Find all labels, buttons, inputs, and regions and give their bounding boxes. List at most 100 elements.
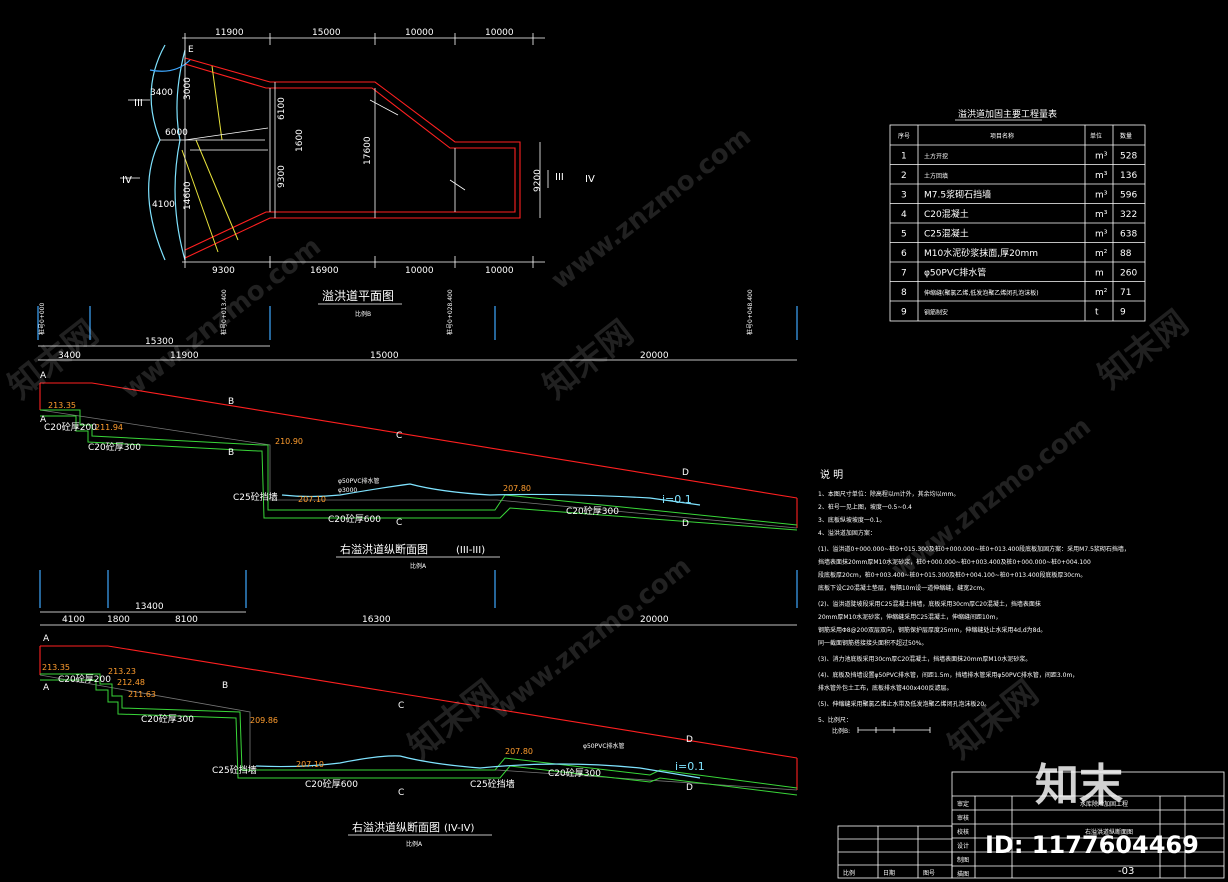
notes-line: 2、桩号一见上图，坡度一0.5~0.4 <box>818 503 912 511</box>
table-row-no: 2 <box>901 171 907 181</box>
s1-elev-5: 207.80 <box>503 484 531 493</box>
plan-dim-l2: 6000 <box>165 128 188 138</box>
notes-line: 4、溢洪道加固方案： <box>818 529 876 537</box>
table-h-qty: 数量 <box>1120 132 1132 140</box>
s1-mark-c1: C <box>396 431 402 441</box>
watermark-site-2: www.znzmo.com <box>546 122 757 296</box>
s2-mark-b: B <box>222 681 228 691</box>
plan-dim-m1: 6100 <box>277 97 287 120</box>
plan-dim-m2: 1600 <box>295 129 305 152</box>
table-row-name: 伸缩缝(聚氯乙烯,低发泡聚乙烯闭孔泡沫板) <box>924 289 1039 297</box>
s2-label-1: C20砼厚200 <box>58 673 111 685</box>
notes-line: 5、比例尺： <box>818 716 852 724</box>
notes-line: 底板下设C20混凝土垫层，每隔10m设一道伸缩缝，缝宽2cm。 <box>818 584 988 592</box>
s1-label-6: C20砼厚300 <box>566 505 619 517</box>
s2-elev-1: 213.35 <box>42 663 70 672</box>
s2-label-7: C20砼厚300 <box>548 767 601 779</box>
s2-dim-b3: 8100 <box>175 615 198 625</box>
table-row-qty: 136 <box>1120 171 1137 181</box>
plan-dim-bot-1: 9300 <box>212 266 235 276</box>
plan-dim-bot-2: 16900 <box>310 266 339 276</box>
tb-drawing: 右溢洪道纵断面图 <box>1085 828 1133 836</box>
tb-cell-8: 日期 <box>883 869 895 877</box>
s1-elev-2: 211.94 <box>95 423 123 432</box>
notes-line: (1)、溢洪道0+000.000~桩0+015.300及桩0+000.000~桩… <box>818 545 1130 553</box>
plan-dim-top-2: 15000 <box>312 28 341 38</box>
watermark-net-5: 知末网 <box>941 673 1046 767</box>
tb-cell-3: 校核 <box>957 828 969 836</box>
tb-cell-5: 制图 <box>957 856 969 864</box>
s1-elev-3: 210.90 <box>275 437 303 446</box>
s1-mark-b2: B <box>228 448 234 458</box>
s1-mark-b1: B <box>228 397 234 407</box>
watermark-net-3: 知末网 <box>401 673 506 767</box>
s1-elev-4: 207.10 <box>298 495 326 504</box>
s1-dim-b2: 11900 <box>170 351 199 361</box>
s2-label-5: C25砼挡墙 <box>470 778 515 790</box>
s1-mark-a2: A <box>40 415 47 425</box>
notes-title: 说 明 <box>820 468 843 481</box>
plan-dim-bot-4: 10000 <box>485 266 514 276</box>
s1-label-1: C20砼厚200 <box>44 421 97 433</box>
table-row-unit: m² <box>1095 249 1108 259</box>
plan-dim-l3: 4100 <box>152 200 175 210</box>
s1-mark-c2: C <box>396 518 402 528</box>
s2-mark-c1: C <box>398 701 404 711</box>
table-row-qty: 88 <box>1120 249 1132 259</box>
table-row-name: 土方开挖 <box>924 153 948 161</box>
table-row-no: 6 <box>901 249 907 259</box>
s2-mark-a1: A <box>43 634 50 644</box>
table-h-unit: 单位 <box>1090 132 1102 140</box>
tb-cell-6: 描图 <box>957 870 969 878</box>
plan-dim-m3: 9300 <box>277 165 287 188</box>
table-row-qty: 596 <box>1120 191 1137 201</box>
s2-elev-3: 212.48 <box>117 678 145 687</box>
plan-sec-IV-left: IV <box>122 175 132 186</box>
plan-dim-m5: 9200 <box>533 169 543 192</box>
s1-roman: (III-III) <box>456 545 485 556</box>
s1-station-3: 桩号0+048.400 <box>746 289 754 335</box>
table-row-no: 8 <box>901 288 907 298</box>
s2-elev-5: 209.86 <box>250 716 278 725</box>
s2-label-2: C20砼厚300 <box>141 713 194 725</box>
table-row-name: C20混凝土 <box>924 208 969 220</box>
s1-mark-d2: D <box>682 519 689 529</box>
notes-line: (2)、溢洪道陡坡段采用C25混凝土挡墙，底板采用30cm厚C20混凝土，挡墙表… <box>818 600 1041 608</box>
s2-label-4: C20砼厚600 <box>305 778 358 790</box>
s1-dim-b3: 15000 <box>370 351 399 361</box>
s1-slope: i=0.1 <box>662 493 692 506</box>
s1-title: 右溢洪道纵断面图 <box>340 542 428 556</box>
table-h-name: 项目名称 <box>990 132 1014 140</box>
s2-mark-c2: C <box>398 788 404 798</box>
notes-line: 1、本图尺寸单位：除高程以m计外，其余均以mm。 <box>818 490 959 498</box>
plan-title: 溢洪道平面图 <box>322 289 394 303</box>
s2-dim-b5: 20000 <box>640 615 669 625</box>
plan-sec-III-left: III <box>134 98 143 109</box>
plan-dim-l5: 3000 <box>183 77 193 100</box>
plan-dim-l4: 14600 <box>183 181 193 210</box>
s1-scale: 比例A <box>410 562 427 570</box>
s2-scale: 比例A <box>406 840 423 848</box>
table-row-unit: t <box>1095 308 1099 318</box>
s2-elev-6: 207.10 <box>296 760 324 769</box>
plan-dim-top-3: 10000 <box>405 28 434 38</box>
s1-label-2: C20砼厚300 <box>88 441 141 453</box>
section-iii: 桩号0+000 桩号0+013.400 桩号0+028.400 桩号0+048.… <box>37 289 798 570</box>
plan-sec-III-right: III <box>555 172 564 183</box>
tb-project: 水库除险加固工程 <box>1080 800 1128 808</box>
notes-line: 同一截面钢筋搭接接头面积不超过50%。 <box>818 639 927 647</box>
table-row-qty: 260 <box>1120 269 1137 279</box>
table-row-no: 3 <box>901 191 907 201</box>
plan-dim-top-4: 10000 <box>485 28 514 38</box>
table-title: 溢洪道加固主要工程量表 <box>958 108 1057 120</box>
notes-line: 钢筋采用Φ8@200双层双向，钢筋保护层厚度25mm，伸缩缝处止水采用4d,d为… <box>818 626 1046 634</box>
s1-station-1: 桩号0+013.400 <box>220 289 228 335</box>
s2-elev-4: 211.63 <box>128 690 156 699</box>
notes-line: 排水管外包土工布，底板排水管400x400反滤层。 <box>818 684 952 692</box>
table-row-unit: m² <box>1095 288 1108 298</box>
table-row-qty: 638 <box>1120 230 1137 240</box>
s1-dim-a: 15300 <box>145 337 174 347</box>
table-row-unit: m³ <box>1095 210 1108 220</box>
tb-number: -03 <box>1118 866 1134 877</box>
notes: 说 明 1、本图尺寸单位：除高程以m计外，其余均以mm。 2、桩号一见上图，坡度一… <box>818 468 1130 735</box>
